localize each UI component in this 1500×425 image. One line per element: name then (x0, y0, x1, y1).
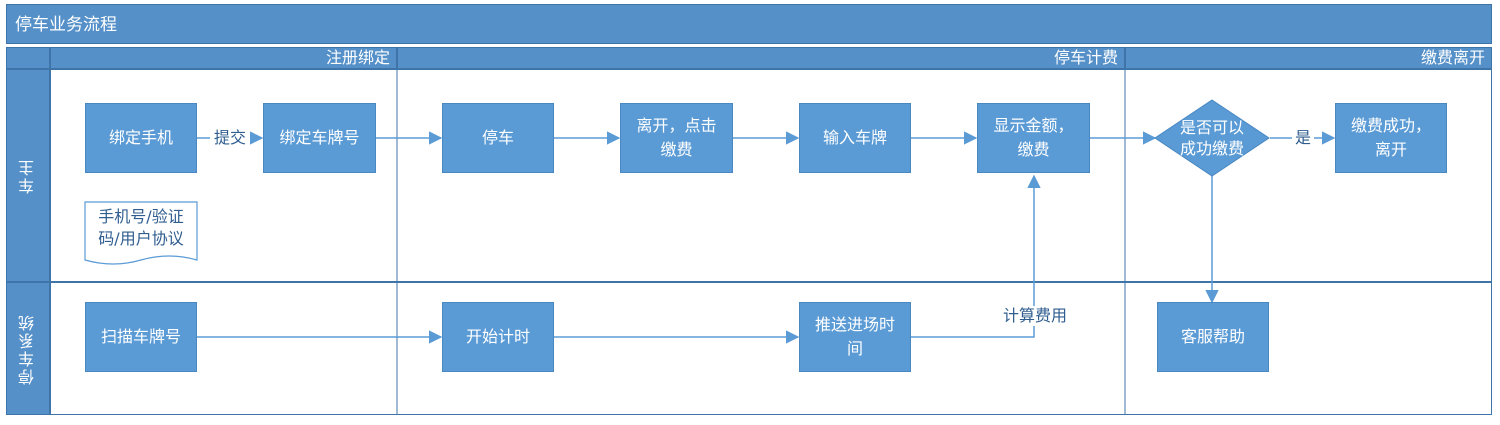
document-label: 手机号/验证 码/用户协议 (98, 207, 184, 248)
node-leave-pay: 离开，点击 缴费 (620, 103, 733, 173)
node-start-timer: 开始计时 (442, 302, 554, 372)
node-push-entry-time: 推送进场时 间 (799, 302, 911, 372)
edge-label-submit: 提交 (210, 128, 250, 148)
edge-label-calc-fee: 计算费用 (993, 306, 1077, 326)
node-pay-success: 缴费成功， 离开 (1335, 103, 1447, 173)
node-park: 停车 (442, 103, 554, 173)
edge-label-yes: 是 (1292, 128, 1314, 148)
diagram-title: 停车业务流程 (6, 4, 1492, 44)
node-customer-service: 客服帮助 (1157, 302, 1269, 372)
decision-diamond (1154, 99, 1270, 177)
phase-header-corner (6, 47, 50, 69)
phase-header-pay-leave: 缴费离开 (1125, 47, 1492, 69)
node-bind-phone: 绑定手机 (85, 103, 197, 173)
document-shape (84, 201, 198, 265)
node-show-amount: 显示金额， 缴费 (977, 103, 1090, 173)
decision-label: 是否可以 成功缴费 (1179, 118, 1244, 158)
edge-push-to-amount (911, 174, 1041, 338)
node-input-plate: 输入车牌 (799, 103, 911, 173)
node-bind-plate: 绑定车牌号 (263, 103, 376, 173)
phase-header-parking-billing: 停车计费 (397, 47, 1125, 69)
lane-header-owner: 车主 (6, 69, 50, 282)
node-scan-plate: 扫描车牌号 (85, 302, 197, 372)
lane-header-parking-system: 停车系统 (6, 282, 50, 415)
